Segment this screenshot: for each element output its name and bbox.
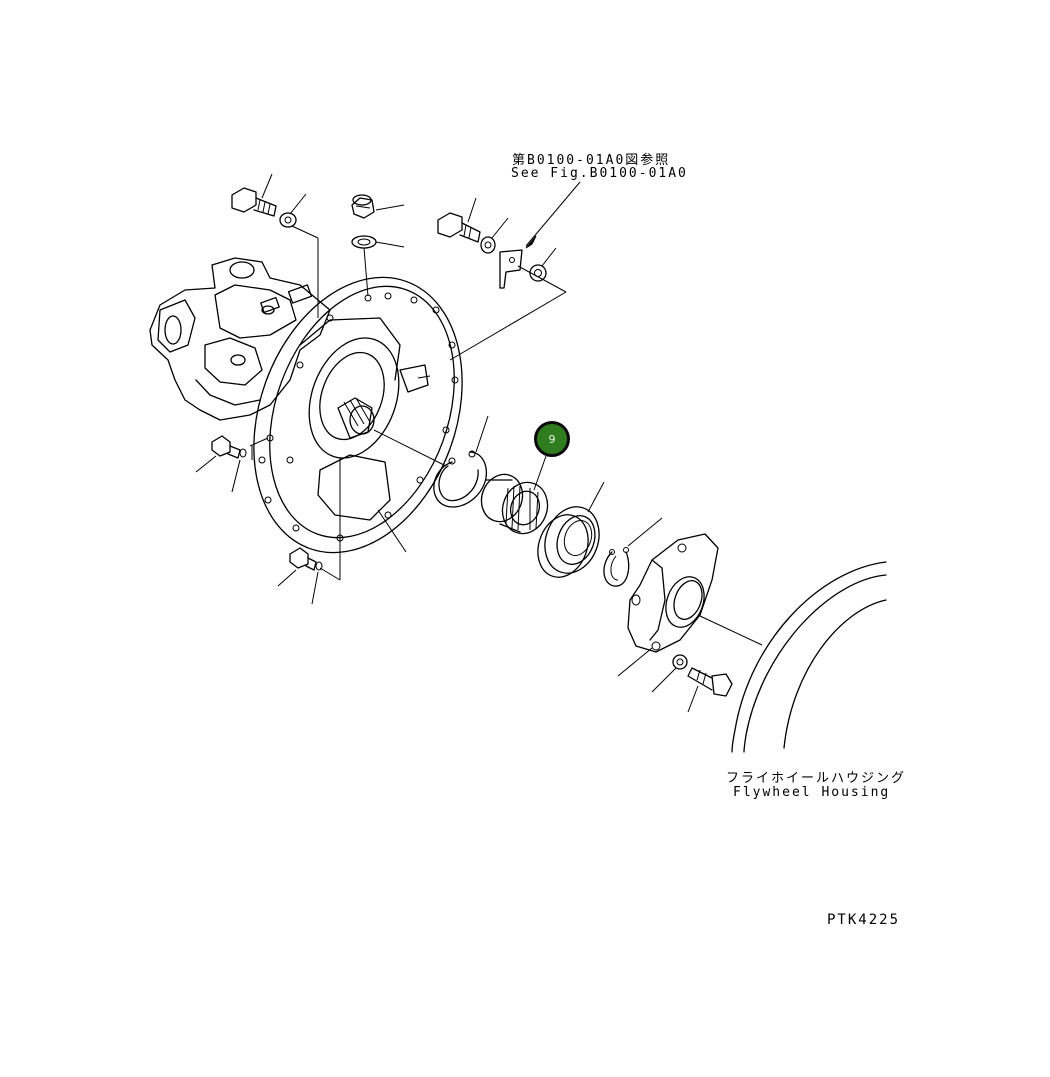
splined-shaft bbox=[337, 397, 375, 439]
plug-gasket bbox=[351, 235, 377, 249]
housing-bolt bbox=[687, 667, 733, 697]
flywheel-housing-label-en: Flywheel Housing bbox=[733, 785, 891, 800]
drawing-code: PTK4225 bbox=[827, 912, 901, 928]
snap-ring-right bbox=[603, 547, 630, 587]
collar bbox=[529, 264, 547, 282]
top-washer-left bbox=[279, 212, 297, 228]
reference-figure-label-jp: 第B0100-01A0図参照 bbox=[512, 153, 671, 168]
side-bolt-upper bbox=[211, 435, 247, 459]
leader-lines bbox=[195, 173, 763, 713]
housing-washer bbox=[672, 654, 688, 670]
plug bbox=[351, 194, 375, 219]
coupling-spline bbox=[480, 473, 549, 535]
oil-seal bbox=[537, 506, 600, 578]
top-washer-right bbox=[480, 236, 496, 254]
bearing-housing bbox=[627, 533, 719, 653]
flywheel-housing-label-jp: フライホイールハウジング bbox=[726, 771, 907, 786]
flange-plate bbox=[253, 276, 463, 554]
part-callout-9[interactable]: 9 bbox=[534, 421, 570, 457]
snap-ring-left bbox=[433, 450, 487, 508]
top-bolt-left bbox=[231, 187, 277, 217]
reference-figure-label-en: See Fig.B0100-01A0 bbox=[511, 166, 688, 181]
flange-bolt-holes bbox=[258, 292, 459, 542]
top-bolt-right bbox=[437, 212, 481, 243]
flywheel-housing-outline bbox=[731, 561, 887, 753]
pump-body bbox=[149, 257, 331, 421]
side-bolt-lower bbox=[289, 547, 323, 571]
bracket-plate bbox=[499, 249, 523, 289]
